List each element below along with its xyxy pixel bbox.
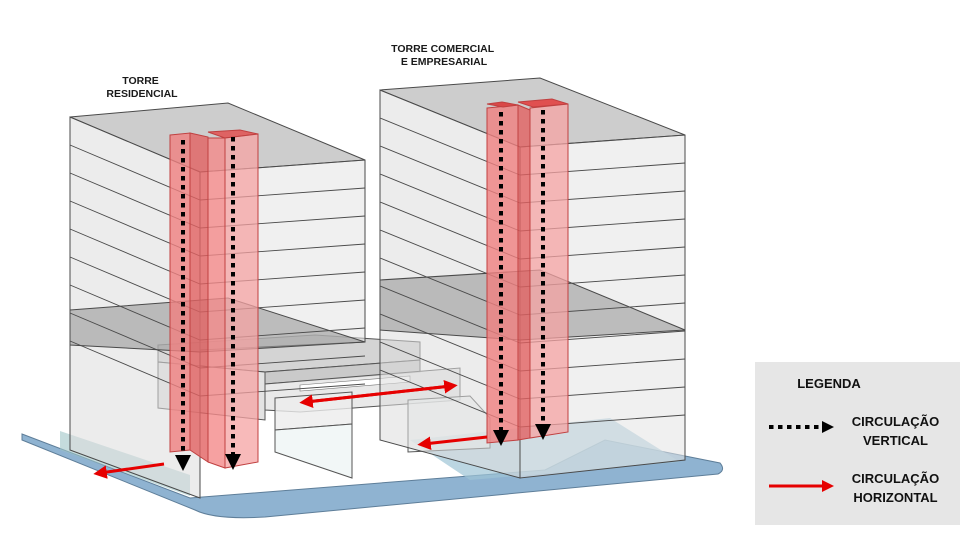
legend-vertical-arrow-icon <box>769 421 834 433</box>
legend-title: LEGENDA <box>797 376 861 391</box>
legend: LEGENDA CIRCULAÇÃO VERTICAL CIRCULAÇÃO H… <box>755 362 960 525</box>
legend-horizontal-label: CIRCULAÇÃO HORIZONTAL <box>851 471 940 505</box>
residential-tower-label: TORRE RESIDENCIAL <box>106 75 178 100</box>
legend-horizontal-arrow-icon <box>769 480 834 492</box>
commercial-core <box>486 98 569 444</box>
commercial-tower-label: TORRE COMERCIAL E EMPRESARIAL <box>391 43 497 68</box>
horizontal-arrow-right <box>417 435 488 450</box>
legend-vertical-label: CIRCULAÇÃO VERTICAL <box>851 414 940 448</box>
residential-core <box>169 129 259 469</box>
vertical-circulation-arrows <box>175 110 551 471</box>
horizontal-arrow-podium-b <box>299 384 452 408</box>
horizontal-arrow-left <box>93 462 165 479</box>
horizontal-circulation-arrows <box>93 380 488 479</box>
